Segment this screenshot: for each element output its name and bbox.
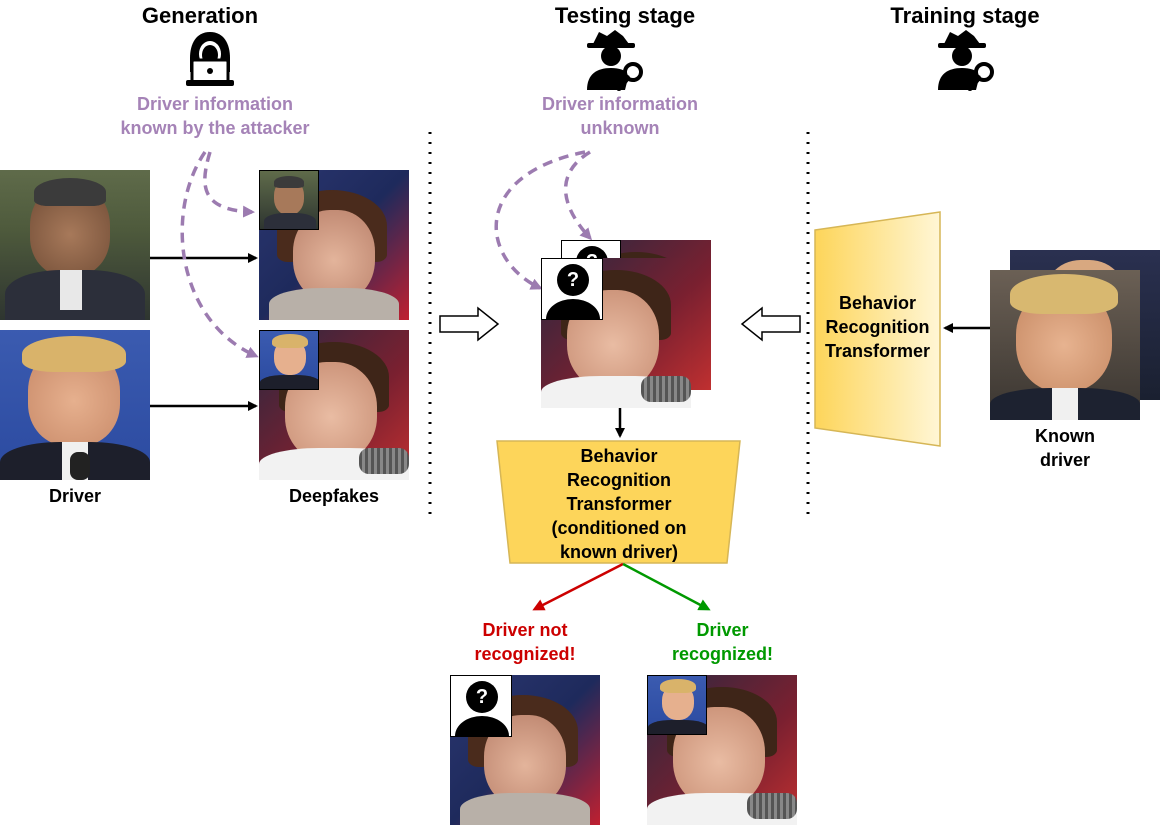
brt-center-line3: Transformer — [566, 494, 672, 514]
brt-training-box — [814, 211, 941, 447]
recognized-line1: Driver — [696, 620, 749, 640]
known-driver-line1: Known — [1035, 426, 1095, 446]
brt-right-line2: Recognition — [825, 317, 930, 337]
outcome-photo-recognized — [647, 675, 797, 825]
deepfake-1-driver-thumb — [259, 170, 319, 230]
label-known-driver: Known driver — [1005, 424, 1125, 472]
hollow-arrow-from-training — [740, 306, 801, 342]
dashed-arrow-unknown-info-1 — [563, 150, 593, 241]
brt-center-line1: Behavior — [580, 446, 658, 466]
unknown-person-icon: ? — [450, 675, 512, 737]
note-unknown-line1: Driver information — [541, 94, 699, 114]
known-driver-photo — [990, 270, 1140, 420]
note-unknown-line2: unknown — [580, 118, 660, 138]
brt-right-line1: Behavior — [838, 293, 917, 313]
note-known-info: Driver information known by the attacker — [95, 92, 335, 140]
label-not-recognized: Driver not recognized! — [460, 618, 590, 666]
label-recognized: Driver recognized! — [655, 618, 790, 666]
unknown-person-icon: ? — [541, 258, 603, 320]
heading-testing-stage: Testing stage — [554, 3, 696, 28]
outcome-driver-thumb — [647, 675, 707, 735]
detective-magnifier-icon — [938, 30, 994, 91]
driver-photo-2 — [0, 330, 150, 480]
note-unknown-info: Driver information unknown — [510, 92, 730, 140]
arrow-recognized — [622, 562, 711, 611]
brt-center-line5: known driver) — [559, 542, 679, 562]
outcome-photo-not-recognized — [450, 675, 600, 825]
driver-photo-1 — [0, 170, 150, 320]
brt-conditioned-box — [496, 440, 741, 564]
recognized-line2: recognized! — [671, 644, 773, 664]
brt-right-line3: Transformer — [824, 341, 931, 361]
deepfake-2-driver-thumb — [259, 330, 319, 390]
brt-training-label: Behavior Recognition Transformer — [815, 291, 940, 363]
note-known-line2: known by the attacker — [120, 118, 310, 138]
hacker-laptop-icon — [186, 32, 234, 86]
detective-magnifier-icon — [587, 30, 643, 91]
known-driver-line2: driver — [1039, 450, 1091, 470]
arrow-not-recognized — [532, 562, 624, 611]
dashed-arrow-unknown-info-2 — [494, 150, 586, 290]
brt-center-line4: (conditioned on — [551, 518, 687, 538]
label-driver: Driver — [48, 486, 102, 506]
heading-training-stage: Training stage — [890, 3, 1040, 28]
not-recognized-line2: recognized! — [474, 644, 576, 664]
label-deepfakes: Deepfakes — [288, 486, 380, 506]
heading-generation: Generation — [141, 3, 259, 28]
dashed-arrow-known-info-2 — [180, 151, 259, 358]
note-known-line1: Driver information — [136, 94, 294, 114]
dashed-arrow-known-info-1 — [203, 151, 255, 218]
brt-conditioned-label: Behavior Recognition Transformer (condit… — [505, 444, 733, 564]
not-recognized-line1: Driver not — [482, 620, 568, 640]
brt-center-line2: Recognition — [567, 470, 671, 490]
hollow-arrow-to-testing — [439, 306, 500, 342]
